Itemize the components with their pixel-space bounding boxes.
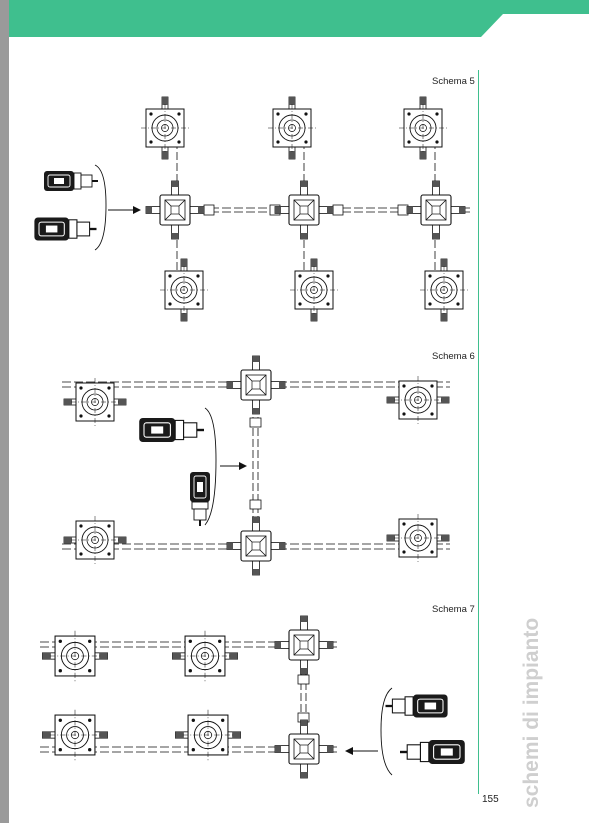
section-title-vertical: schemi di impianto: [520, 617, 543, 808]
schema-5-drawing: [33, 97, 470, 321]
schema-7-drawing: [40, 615, 466, 779]
header-band: [9, 0, 589, 37]
page-number: 155: [482, 794, 499, 805]
schema-6-label: Schema 6: [432, 351, 475, 362]
schema-7-label: Schema 7: [432, 604, 475, 615]
left-gray-strip: [0, 0, 9, 823]
schema-5-label: Schema 5: [432, 76, 475, 87]
schema-6-drawing: [62, 355, 450, 576]
margin-rule: [478, 70, 479, 794]
